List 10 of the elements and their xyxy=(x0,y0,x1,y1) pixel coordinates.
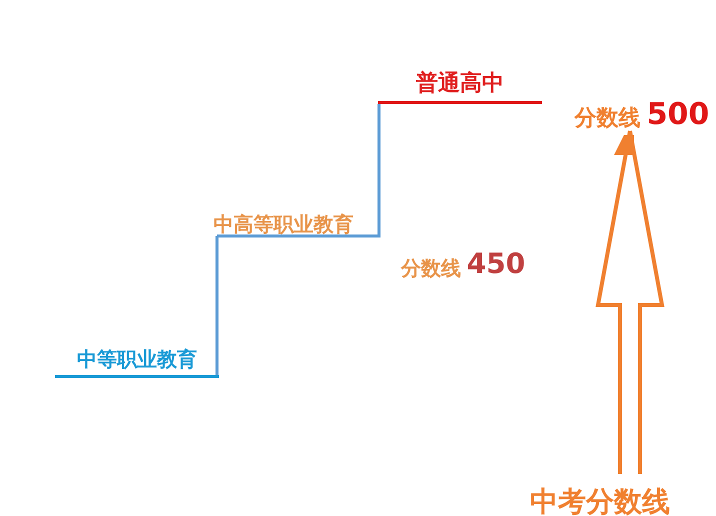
score-line-label: 分数线 xyxy=(400,258,461,278)
track-label: 中等职业教育 xyxy=(55,336,219,378)
score-line-label: 分数线 xyxy=(574,108,641,130)
score-value: 450 xyxy=(466,250,526,278)
step-line xyxy=(216,236,218,376)
step-line xyxy=(217,104,380,238)
score-label: 中考分数线 xyxy=(510,476,690,516)
score-value: 500 xyxy=(646,100,710,130)
track-label: 普通高中 xyxy=(378,62,542,104)
track-label: 中高等职业教育 xyxy=(196,198,371,234)
